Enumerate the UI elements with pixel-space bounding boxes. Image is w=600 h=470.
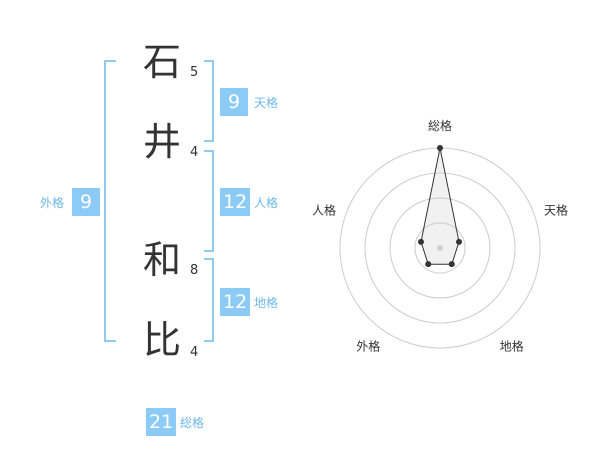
stroke-count-2: 4 — [190, 145, 199, 160]
radar-center-dot — [437, 245, 443, 251]
stroke-count-3: 8 — [190, 263, 199, 278]
radar-axis-label: 地格 — [500, 339, 524, 354]
chikaku-label: 地格 — [254, 296, 279, 310]
radar-shape — [420, 147, 460, 265]
tenkaku-badge: 9 — [220, 88, 248, 116]
gaikaku-label: 外格 — [40, 196, 65, 210]
name-char-2: 井 — [142, 120, 181, 164]
jinkaku-badge: 12 — [220, 188, 251, 216]
radar-axis-label: 総格 — [428, 118, 452, 133]
name-char-3: 和 — [142, 238, 181, 282]
name-char-1: 石 — [142, 40, 181, 84]
jinkaku-bracket — [204, 150, 214, 252]
chikaku-bracket — [204, 258, 214, 342]
radar-ring — [414, 222, 466, 274]
name-char-4: 比 — [142, 318, 181, 362]
soukaku-label: 総格 — [180, 416, 205, 430]
radar-point — [456, 238, 463, 245]
soukaku-badge: 21 — [146, 408, 177, 436]
stroke-count-1: 5 — [190, 65, 199, 80]
tenkaku-bracket — [204, 60, 214, 142]
tenkaku-label: 天格 — [254, 96, 279, 110]
jinkaku-label: 人格 — [254, 196, 279, 210]
stroke-count-4: 4 — [190, 345, 199, 360]
radar-point — [448, 261, 455, 268]
gaikaku-badge: 9 — [72, 188, 100, 216]
radar-axis-label: 外格 — [356, 339, 380, 354]
radar-point — [417, 238, 424, 245]
radar-point — [425, 261, 432, 268]
gaikaku-bracket — [104, 60, 116, 342]
radar-ring — [364, 172, 516, 324]
chikaku-badge: 12 — [220, 288, 251, 316]
radar-ring — [389, 197, 491, 299]
radar-point — [437, 145, 443, 151]
radar-axis-label: 天格 — [544, 202, 568, 217]
radar-axis-label: 人格 — [312, 202, 336, 217]
